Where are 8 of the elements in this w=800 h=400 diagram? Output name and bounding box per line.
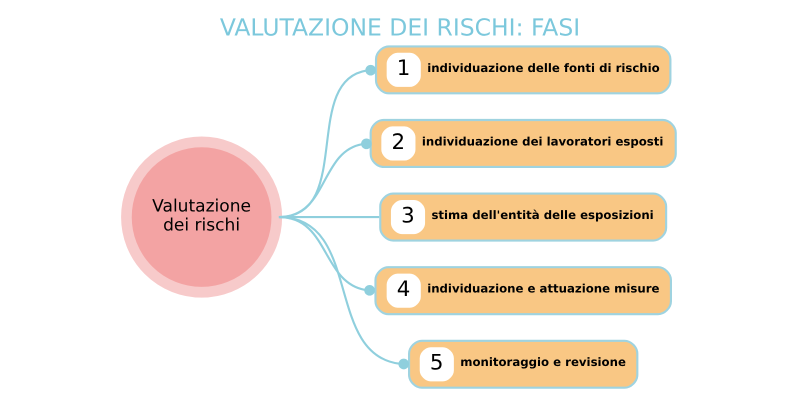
node-box: 5 monitoraggio e revisione — [408, 340, 638, 389]
node-box: 3 stima dell'entità delle esposizioni — [379, 192, 668, 242]
node-box: 1 individuazione delle fonti di rischio — [374, 45, 672, 94]
connector — [278, 216, 410, 370]
node-box: 2 individuazione dei lavoratori esposti — [370, 118, 677, 168]
node-box: 4 individuazione e attuazione misure — [374, 266, 672, 316]
diagram-title: VALUTAZIONE DEI RISCHI: FASI — [220, 13, 580, 42]
node-circle: Valutazione dei rischi — [121, 136, 282, 298]
